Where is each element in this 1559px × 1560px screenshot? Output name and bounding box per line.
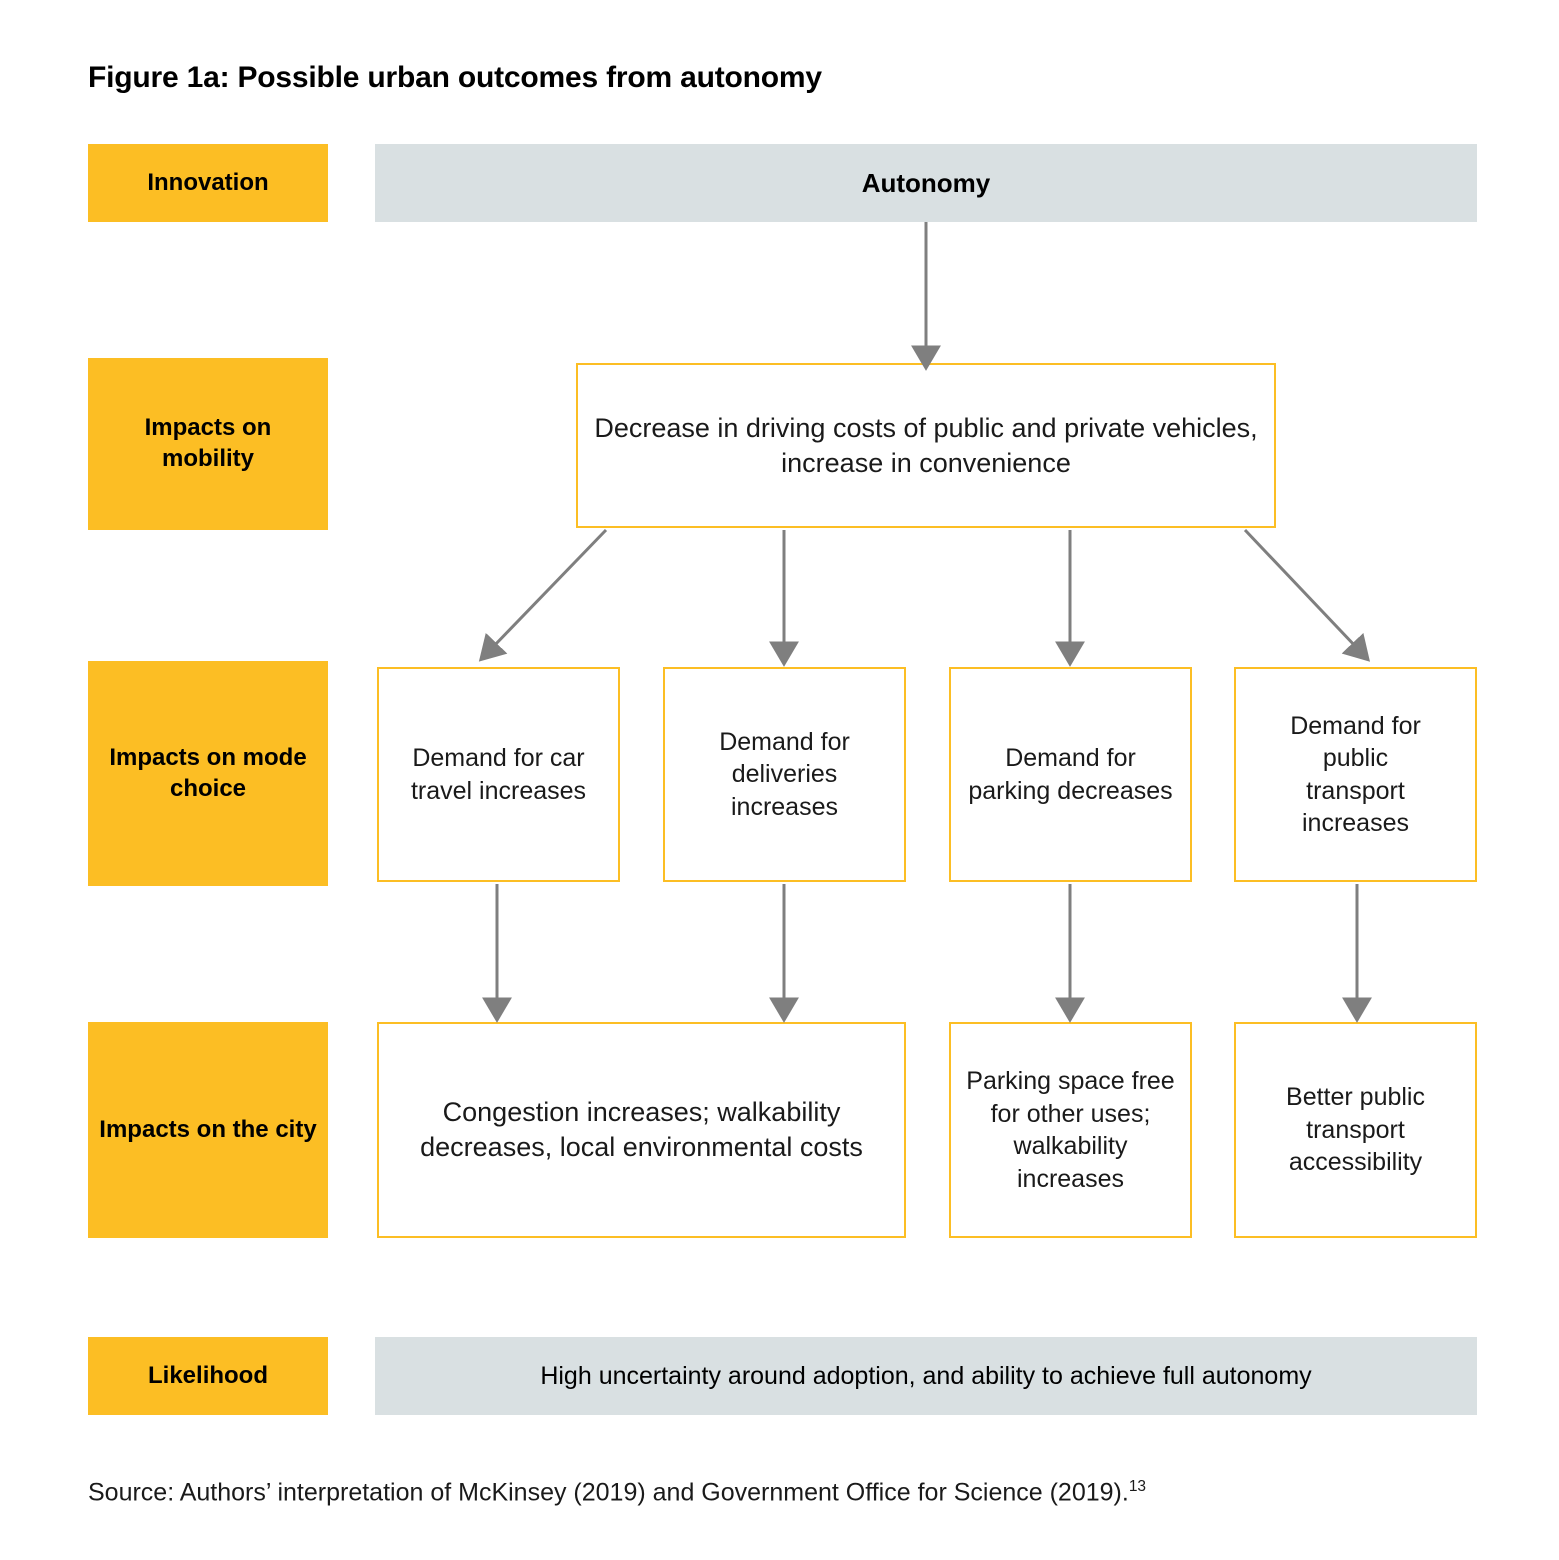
figure-title: Figure 1a: Possible urban outcomes from … — [88, 61, 822, 94]
mode-choice-box-car-travel: Demand for car travel increases — [377, 667, 620, 882]
mode-choice-box-parking: Demand for parking decreases — [949, 667, 1192, 882]
arrow-mobility-to-public-transport — [1243, 528, 1371, 662]
source-footnote-marker: 13 — [1128, 1478, 1147, 1495]
row-label-likelihood: Likelihood — [88, 1337, 328, 1415]
row-label-impacts-on-mobility: Impacts on mobility — [88, 358, 328, 530]
row-label-impacts-on-the-city: Impacts on the city — [88, 1022, 328, 1238]
source-text: Source: Authors’ interpretation of McKin… — [88, 1478, 1129, 1507]
row-label-impacts-on-mode-choice: Impacts on mode choice — [88, 661, 328, 886]
innovation-band-autonomy: Autonomy — [375, 144, 1477, 222]
row-label-innovation: Innovation — [88, 144, 328, 222]
mode-choice-box-public-transport: Demand for public transport increases — [1234, 667, 1477, 882]
mode-choice-box-deliveries: Demand for deliveries increases — [663, 667, 906, 882]
city-box-transport-accessibility: Better public transport accessibility — [1234, 1022, 1477, 1238]
city-box-parking-space: Parking space free for other uses; walka… — [949, 1022, 1192, 1238]
likelihood-band: High uncertainty around adoption, and ab… — [375, 1337, 1477, 1415]
city-box-congestion: Congestion increases; walkability decrea… — [377, 1022, 906, 1238]
mobility-impact-box: Decrease in driving costs of public and … — [576, 363, 1276, 528]
arrow-mobility-to-car-travel — [478, 528, 608, 662]
source-note: Source: Authors’ interpretation of McKin… — [88, 1478, 1146, 1507]
